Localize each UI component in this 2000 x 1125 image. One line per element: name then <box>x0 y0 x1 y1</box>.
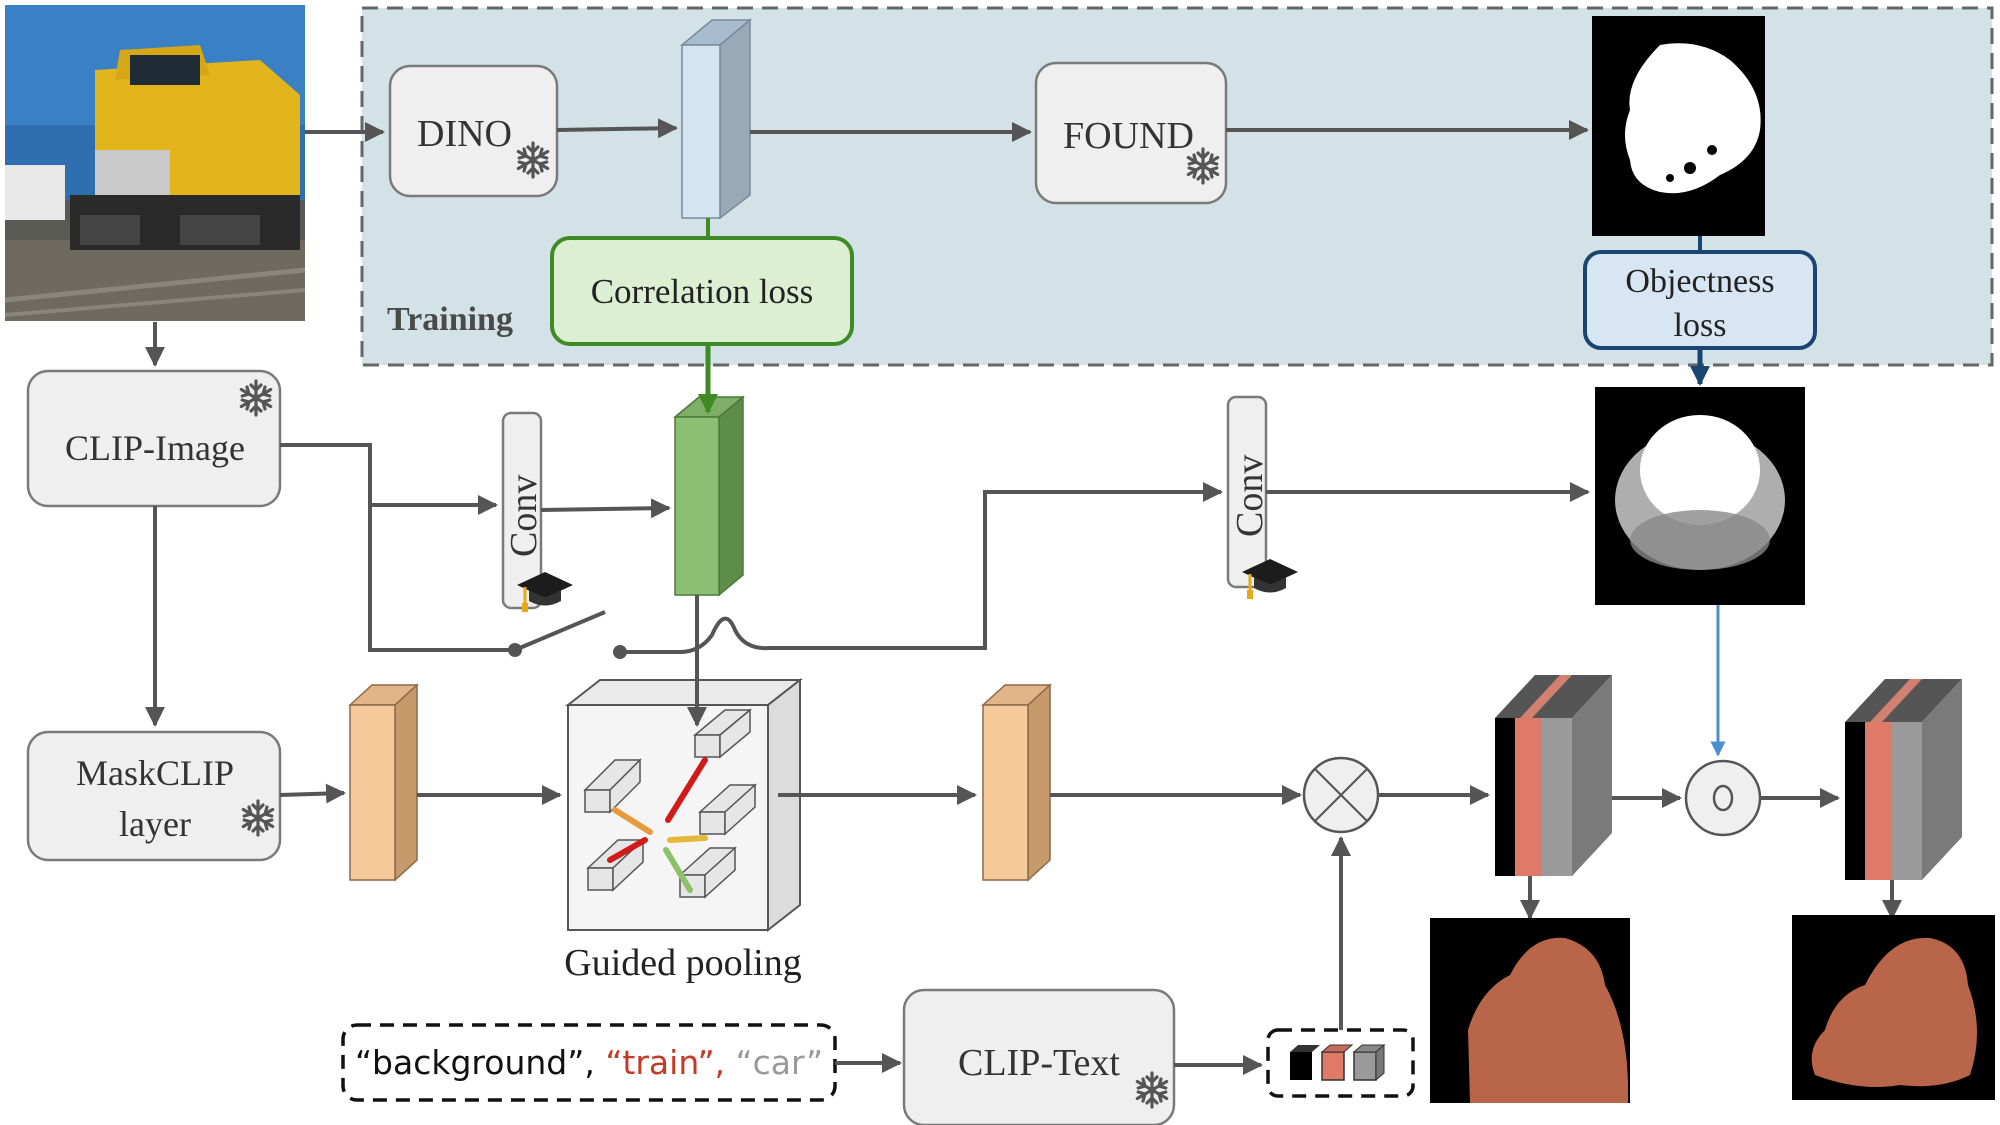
correlation-loss-label: Correlation loss <box>591 272 814 311</box>
class-background: background <box>372 1043 567 1082</box>
orange-feature-volume-1 <box>348 683 419 882</box>
dino-box <box>388 64 559 198</box>
maskclip-line1: MaskCLIP <box>76 753 234 793</box>
found-box <box>1034 61 1228 205</box>
dino-feature-volume <box>679 18 753 220</box>
training-label: Training <box>387 301 513 338</box>
maskclip-line2: layer <box>119 804 191 844</box>
objectness-loss-line1: Objectness <box>1625 263 1774 300</box>
found-label: FOUND <box>1063 115 1194 157</box>
green-feature-volume <box>672 395 746 597</box>
guided-pooling-label: Guided pooling <box>564 942 801 984</box>
score-volume-1 <box>1495 675 1612 876</box>
input-image <box>4 5 306 321</box>
segmentation-output-1 <box>1430 918 1630 1103</box>
found-mask-image <box>1592 16 1765 236</box>
orange-feature-volume-2 <box>981 683 1052 882</box>
segmentation-output-2 <box>1792 915 1995 1100</box>
hadamard-node <box>1684 759 1762 837</box>
clip-image-label: CLIP-Image <box>65 428 245 468</box>
maskclip-box <box>26 730 282 862</box>
class-train: train <box>622 1043 697 1082</box>
objectness-loss-line2: loss <box>1674 307 1727 344</box>
text-prompt: “background”, “train”, “car” <box>355 1043 823 1082</box>
conv1-label: Conv <box>503 475 545 557</box>
text-embedding-cubes <box>1290 1043 1386 1082</box>
correlation-loss-box <box>550 236 854 346</box>
conv2-label: Conv <box>1229 455 1271 537</box>
dino-label: DINO <box>417 113 512 155</box>
clip-text-box <box>902 988 1176 1125</box>
class-car: car <box>753 1043 806 1082</box>
score-volume-2 <box>1845 679 1962 880</box>
objectness-prediction-image <box>1595 387 1805 605</box>
guided-pooling-cube <box>565 677 803 933</box>
clip-text-label: CLIP-Text <box>958 1042 1120 1084</box>
